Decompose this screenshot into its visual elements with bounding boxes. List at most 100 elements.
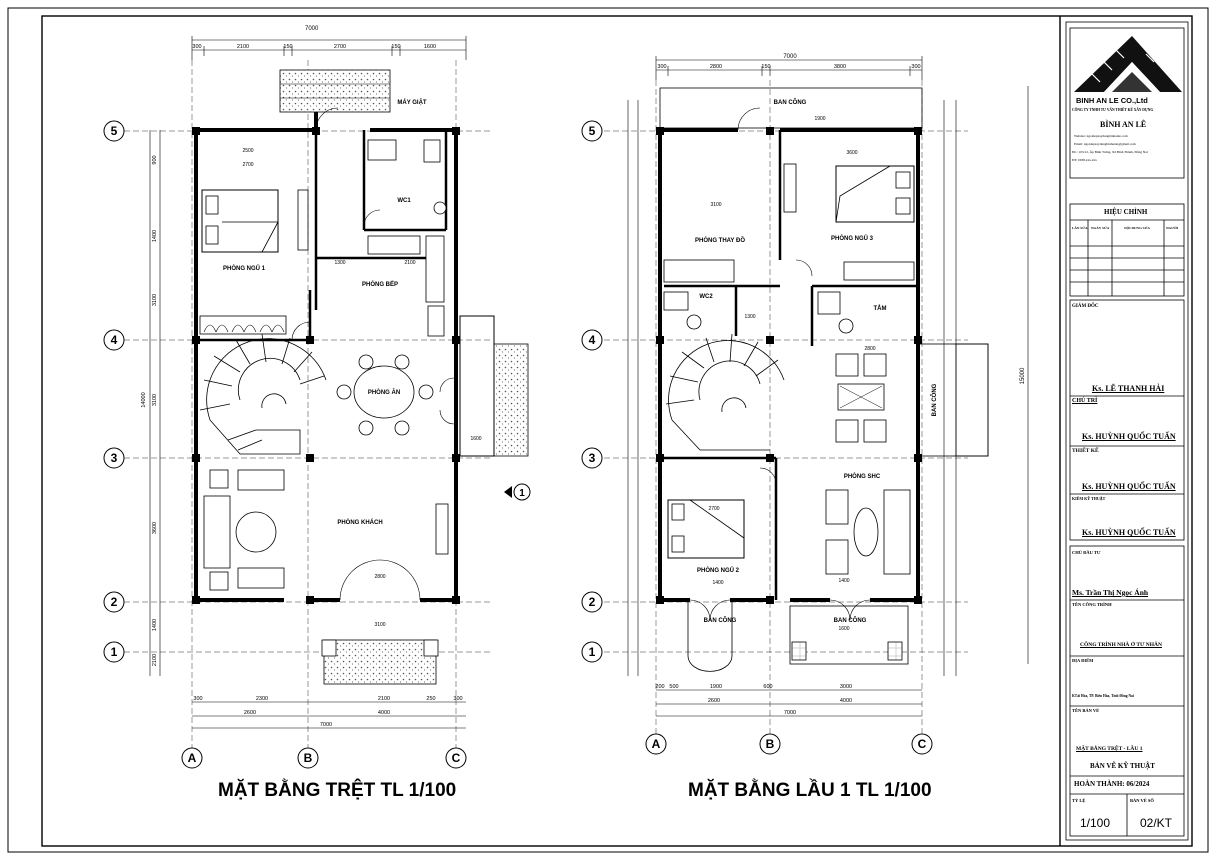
dim-label: 7000 xyxy=(784,710,796,716)
drawing-stroke xyxy=(227,429,257,441)
dim-label: 1300 xyxy=(744,314,755,320)
owner-name: Ms. Trần Thị Ngọc Ánh xyxy=(1072,588,1149,597)
drawing-stroke xyxy=(336,384,352,400)
drawing-stroke xyxy=(656,454,664,462)
room-label-kitchen: PHÒNG BẾP xyxy=(362,280,398,288)
drawing-stroke xyxy=(235,339,251,365)
drawing-stroke xyxy=(581,447,603,469)
drawing-stroke xyxy=(843,261,915,281)
drawing-stroke xyxy=(863,419,887,443)
room-label-balcony-side: BAN CÔNG xyxy=(930,383,938,416)
axis-label-4: 4 xyxy=(589,333,596,347)
drawing-stroke xyxy=(698,360,761,401)
chief-label: CHỦ TRÌ xyxy=(1072,398,1098,404)
chief-name: Ks. HUỲNH QUỐC TUẤN xyxy=(1082,432,1176,441)
outer-border xyxy=(7,7,1209,853)
dim-label: 3600 xyxy=(152,522,158,534)
drawing-stroke xyxy=(1103,61,1113,71)
room-label-dressing: PHÒNG THAY ĐỒ xyxy=(695,236,745,244)
drawing-stroke: BAN CÔNG PHÒNG THAY ĐỒ PHÒNG NGỦ 3 PHÒNG… xyxy=(695,98,938,624)
drawing-stroke xyxy=(293,351,313,373)
drawing-stroke xyxy=(671,535,685,553)
revision-header: NGÀY SỬA xyxy=(1091,226,1110,230)
drawing-stroke xyxy=(203,324,285,333)
drawing-stroke xyxy=(192,127,460,604)
drawing-stroke xyxy=(671,419,770,451)
drawing-stroke xyxy=(280,83,390,99)
drawing-stroke xyxy=(669,375,699,383)
drawing-stroke xyxy=(358,420,374,436)
drawing-stroke xyxy=(261,333,267,363)
check-label: KIỂM KỸ THUẬT xyxy=(1072,496,1106,501)
drawing-stroke xyxy=(339,559,421,601)
drawing-stroke xyxy=(199,403,231,411)
drawing-stroke xyxy=(192,127,200,135)
drawing-stroke xyxy=(883,489,911,575)
drawing-stroke xyxy=(297,189,309,251)
drawing-stroke xyxy=(759,467,777,485)
drawing-stroke xyxy=(1145,53,1155,63)
scale-value: 1/100 xyxy=(1080,816,1111,830)
drawing-stroke xyxy=(665,399,695,405)
drawing-stroke xyxy=(367,235,421,255)
drawing-stroke xyxy=(766,336,774,344)
dim-label: 14000 xyxy=(141,392,147,407)
drawing-stroke xyxy=(222,221,279,253)
dim-label: 300 xyxy=(657,64,666,70)
dim-label: 500 xyxy=(669,684,678,690)
drawing-stroke xyxy=(103,641,125,663)
drawing-stroke xyxy=(209,469,229,489)
drawing-stroke xyxy=(1069,299,1185,541)
drawing-stroke xyxy=(423,639,439,657)
drawing-stroke xyxy=(103,120,125,142)
drawing-stroke xyxy=(336,354,434,436)
dim-label: 150 xyxy=(391,44,400,50)
dim-label: 300 xyxy=(192,44,201,50)
axis-label-a: A xyxy=(188,751,197,765)
axis-label-3: 3 xyxy=(589,451,596,465)
drawing-stroke xyxy=(656,127,922,604)
drawing-stroke xyxy=(1074,36,1182,92)
drawing-stroke xyxy=(581,329,603,351)
dim-label: 300 xyxy=(193,696,202,702)
drawing-stroke xyxy=(194,112,458,602)
drawing-stroke: 14000 900 1400 3100 3100 3600 1400 2100 xyxy=(141,155,158,666)
room-label-balcony-right: BAN CÔNG xyxy=(834,616,867,624)
drawing-stroke xyxy=(1115,49,1125,59)
design-label: THIẾT KẾ xyxy=(1072,448,1099,454)
drawing-stroke xyxy=(199,333,327,455)
drawing-stroke xyxy=(839,385,883,409)
axis-label-5: 5 xyxy=(589,124,596,138)
drawing-stroke xyxy=(237,357,301,401)
drawing-stroke xyxy=(261,393,287,409)
dim-label: 600 xyxy=(763,684,772,690)
drawing-stroke xyxy=(452,336,460,344)
drawing-stroke xyxy=(1069,27,1185,179)
drawing-stroke xyxy=(237,469,285,491)
dim-label: 250 xyxy=(426,696,435,702)
drawing-stroke: PHÒNG NGỦ 1 PHÒNG BẾP PHÒNG ĂN PHÒNG KHÁ… xyxy=(223,99,427,526)
drawing-stroke xyxy=(315,107,339,131)
drawing-stroke xyxy=(729,333,733,363)
drawing-stroke xyxy=(103,329,125,351)
dim-label: 1900 xyxy=(710,684,722,690)
drawing-stroke xyxy=(291,321,311,341)
scale-label: TỶ LỆ xyxy=(1072,798,1086,803)
first-plan-title: MẶT BẰNG LẦU 1 TL 1/100 xyxy=(688,780,932,801)
drawing-stroke xyxy=(664,130,918,600)
room-label-balcony-top: BAN CÔNG xyxy=(774,98,807,106)
completion-date: HOÀN THÀNH: 06/2024 xyxy=(1074,780,1150,788)
company-logo-text: BINH AN LE CO.,Ltd xyxy=(1076,96,1148,105)
drawing-stroke xyxy=(671,503,685,521)
room-label-dining: PHÒNG ĂN xyxy=(368,388,400,396)
dim-label: 150 xyxy=(283,44,292,50)
dim-label: 2100 xyxy=(404,260,415,266)
dim-label: 1400 xyxy=(838,578,849,584)
dim-label: 1400 xyxy=(152,230,158,242)
drawing-stroke xyxy=(759,733,781,755)
drawing-stroke xyxy=(663,291,689,311)
drawing-stroke xyxy=(291,107,455,601)
drawing-stroke xyxy=(668,340,785,421)
drawing-stroke xyxy=(323,639,437,685)
